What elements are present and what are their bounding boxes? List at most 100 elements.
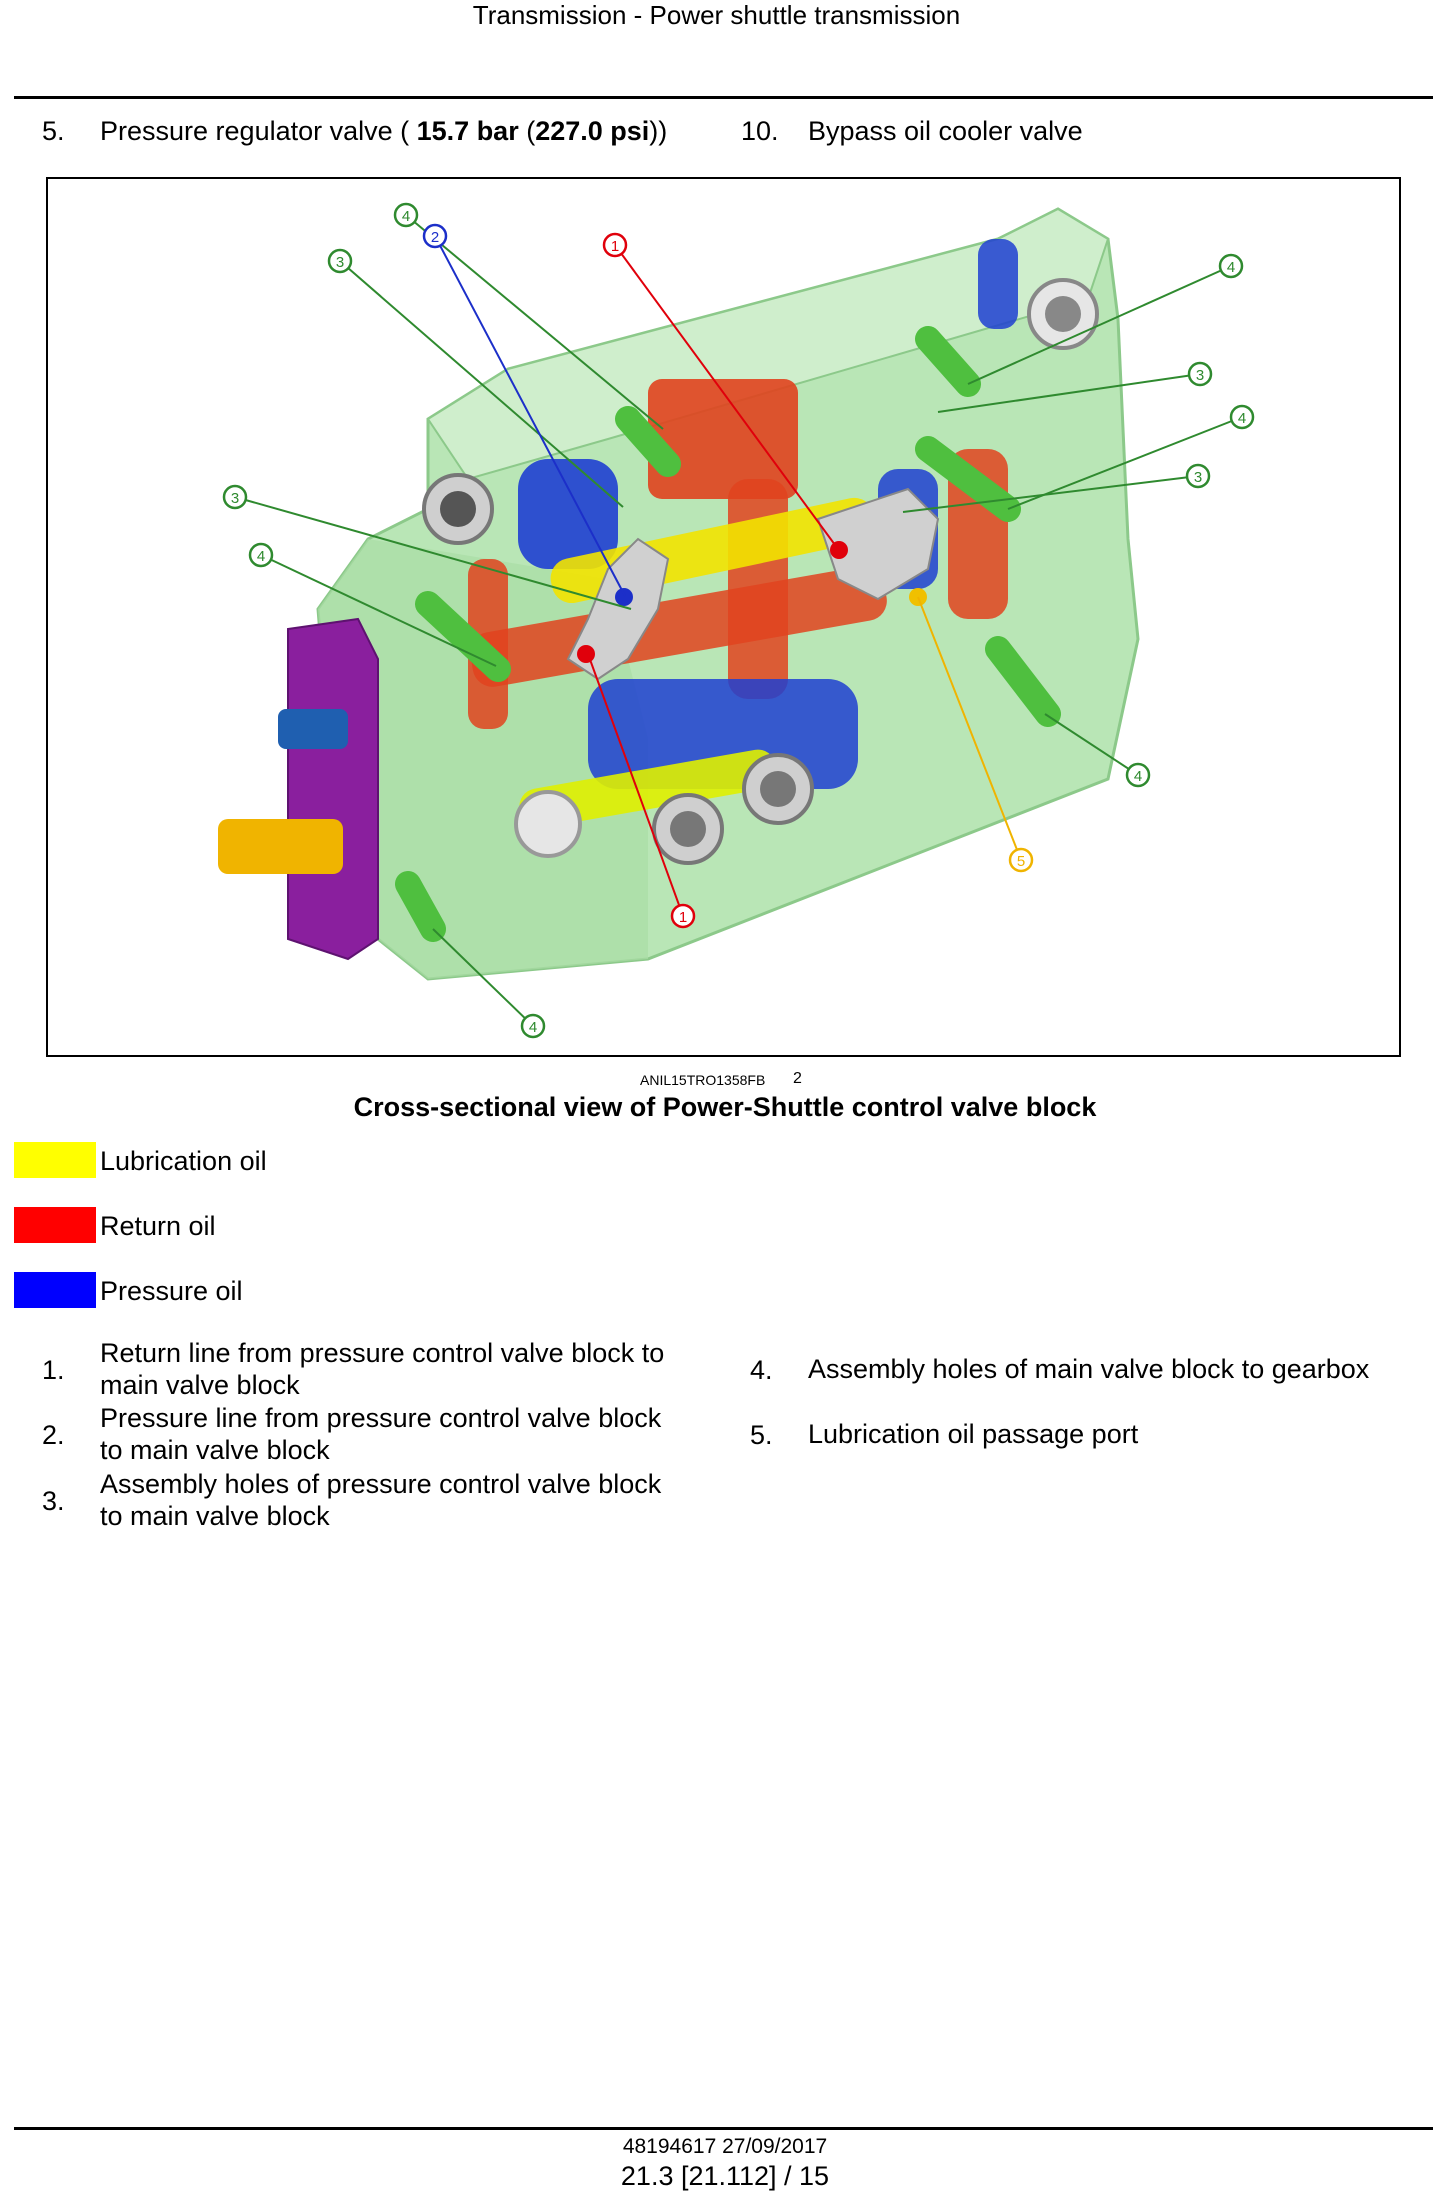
purple-cover-plate [287, 617, 379, 961]
item-text-lubrication-port: Lubrication oil passage port [808, 1419, 1139, 1449]
item-line: Pressure line from pressure control valv… [100, 1403, 662, 1433]
item-number: 3. [42, 1486, 65, 1516]
top-item-number: 5. [42, 116, 65, 146]
legend-label-lubrication: Lubrication oil [100, 1146, 267, 1176]
assembly-bolt [985, 636, 1061, 727]
item-number: 5. [750, 1420, 773, 1450]
item-text-pressure-line: Pressure line from pressure control valv… [100, 1402, 661, 1466]
paren-open: ( [518, 116, 536, 146]
item-text-assembly-holes-gearbox: Assembly holes of main valve block to ge… [808, 1354, 1370, 1384]
blue-fitting [278, 709, 348, 749]
leader-line [1044, 713, 1139, 776]
leader-lines [234, 214, 1243, 1027]
item-line: to main valve block [100, 1501, 330, 1531]
legend-swatch-lubrication [14, 1142, 96, 1178]
blue-channel [518, 459, 618, 569]
leader-line [434, 235, 626, 597]
callout-4: 4 [520, 1013, 546, 1039]
callout-label: 4 [1227, 259, 1235, 276]
assembly-bolt [615, 406, 681, 477]
yellow-passage [519, 749, 777, 829]
callout-3: 3 [327, 248, 353, 274]
callout-label: 3 [336, 254, 344, 271]
figure-number: 2 [793, 1070, 802, 1087]
pressure-bar-value: 15.7 bar [416, 116, 519, 146]
top-item-pressure-regulator: Pressure regulator valve ( 15.7 bar (227… [100, 114, 667, 148]
callout-badges: 4 3 2 1 4 3 4 3 3 4 4 5 1 4 [222, 202, 1255, 1039]
callout-label: 4 [529, 1019, 537, 1036]
leader-line [967, 265, 1232, 385]
item-line: Assembly holes of pressure control valve… [100, 1469, 662, 1499]
top-item-number: 10. [741, 116, 779, 146]
leader-line [614, 244, 839, 550]
leader-line [432, 928, 534, 1027]
figure-caption: Cross-sectional view of Power-Shuttle co… [353, 1092, 1097, 1122]
port-hole [440, 491, 476, 527]
legend-label-return: Return oil [100, 1211, 216, 1241]
red-channel [728, 479, 788, 699]
header-rule [14, 96, 1433, 99]
callout-label: 4 [1238, 410, 1246, 427]
legend-swatch-return [14, 1207, 96, 1243]
callout-4: 4 [1125, 762, 1151, 788]
footer-rule [14, 2127, 1433, 2130]
leader-line [339, 260, 624, 508]
footer-document-code: 48194617 27/09/2017 [622, 2135, 828, 2158]
assembly-bolt [915, 436, 1021, 522]
callout-label: 4 [257, 548, 265, 565]
figure-code: ANIL15TRO1358FB [640, 1072, 766, 1088]
yellow-fitting [218, 819, 343, 874]
page-header-title: Transmission - Power shuttle transmissio… [472, 0, 961, 30]
port-hole [1045, 296, 1081, 332]
port-hole [670, 811, 706, 847]
pressure-plate-right [816, 487, 940, 601]
valve-block-figure: 4 3 2 1 4 3 4 3 3 4 4 5 1 4 [46, 177, 1401, 1057]
item-number: 1. [42, 1355, 65, 1385]
callout-2: 2 [422, 223, 448, 249]
callout-4: 4 [393, 202, 419, 228]
blue-channel [978, 239, 1018, 329]
item-line: to main valve block [100, 1435, 330, 1465]
leader-line [234, 496, 632, 610]
leader-line [587, 653, 684, 917]
assembly-bolts [395, 326, 1061, 942]
callout-label: 5 [1017, 853, 1025, 870]
port-hole [514, 790, 582, 858]
red-channel [648, 379, 798, 499]
callout-label: 1 [679, 909, 687, 926]
callout-label: 3 [231, 490, 239, 507]
footer-page-number: 21.3 [21.112] / 15 [620, 2161, 830, 2191]
leader-line [917, 596, 1022, 861]
item-number: 2. [42, 1420, 65, 1450]
port-hole [760, 771, 796, 807]
callout-label: 2 [431, 229, 439, 246]
assembly-bolt [915, 326, 981, 397]
item-text-return-line: Return line from pressure control valve … [100, 1337, 664, 1401]
assembly-bolt [415, 591, 511, 682]
paren-close: )) [649, 116, 668, 146]
pressure-psi-value: 227.0 psi [535, 116, 650, 146]
point-red-dot [830, 541, 848, 559]
callout-3: 3 [1185, 463, 1211, 489]
leader-line [405, 214, 664, 430]
callout-label: 4 [402, 208, 410, 225]
assembly-bolt [395, 871, 446, 942]
item-number: 4. [750, 1355, 773, 1385]
callout-3: 3 [222, 484, 248, 510]
valve-block-illustration: 4 3 2 1 4 3 4 3 3 4 4 5 1 4 [218, 202, 1255, 1039]
legend-swatch-pressure [14, 1272, 96, 1308]
callout-label: 3 [1194, 469, 1202, 486]
leader-line [902, 475, 1199, 513]
legend-label-pressure: Pressure oil [100, 1276, 243, 1306]
callout-4: 4 [248, 542, 274, 568]
callout-4: 4 [1229, 404, 1255, 430]
item-text-assembly-holes-pcv: Assembly holes of pressure control valve… [100, 1468, 661, 1532]
callout-1: 1 [602, 232, 628, 258]
callout-3: 3 [1187, 361, 1213, 387]
top-item-bypass-valve: Bypass oil cooler valve [808, 116, 1083, 146]
callout-4: 4 [1218, 253, 1244, 279]
item-line: Return line from pressure control valve … [100, 1338, 665, 1368]
leader-line [937, 373, 1201, 413]
callout-label: 4 [1134, 768, 1142, 785]
point-blue-dot [615, 588, 633, 606]
